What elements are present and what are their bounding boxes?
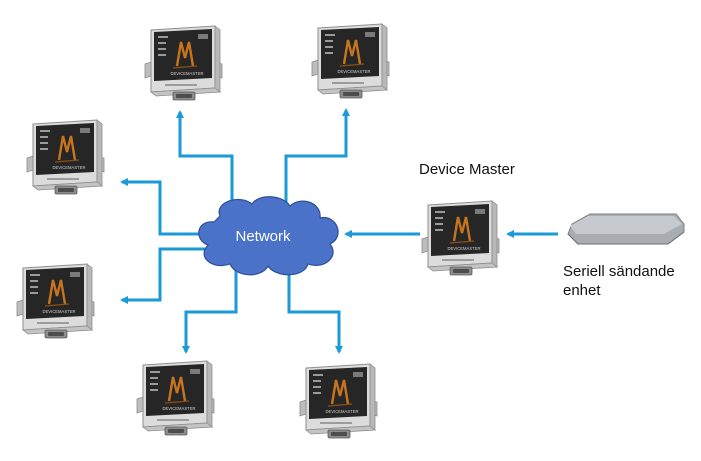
device-bottom-right [300, 364, 377, 438]
device-top-left [145, 26, 222, 100]
network-label: Network [235, 228, 291, 245]
device-left-upper [27, 120, 104, 194]
device-left-lower [17, 264, 94, 338]
connection-lines [120, 108, 558, 354]
serial-device-label-line1: Seriell sändande [563, 263, 675, 280]
device-bottom-left [137, 361, 214, 435]
device-master-label: Device Master [419, 161, 515, 178]
serial-device-label: Seriell sändande enhet [563, 262, 701, 300]
device-top-right [312, 24, 389, 98]
serial-device-label-line2: enhet [563, 282, 601, 299]
network-cloud [198, 196, 339, 276]
serial-device [567, 213, 685, 245]
device-master-unit [422, 201, 499, 275]
